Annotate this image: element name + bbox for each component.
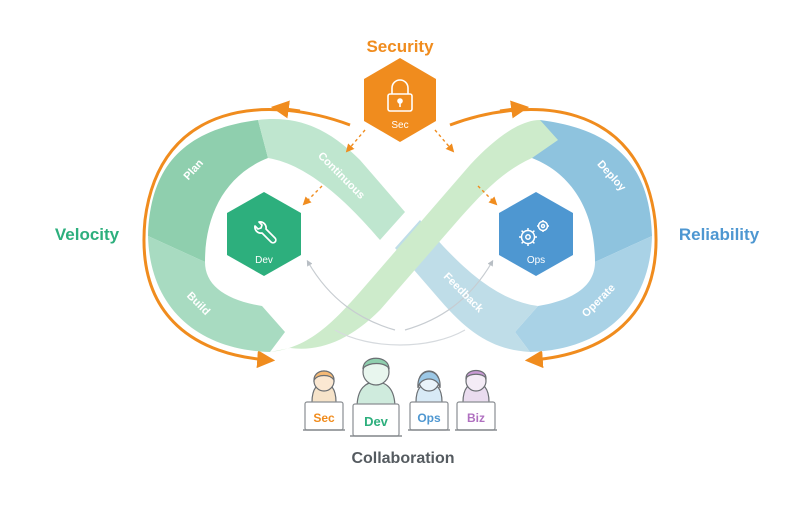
person-dev-icon [356,357,396,409]
dev-connector-line [306,259,396,331]
ops-hexagon-label: Ops [527,255,545,266]
sec-to-dev-dashed-arrow [345,129,366,153]
sec-to-ops-lower-dashed-arrow [477,185,498,206]
band-feedback [395,220,538,352]
person-biz-icon [462,369,490,403]
sec-to-dev-lower-dashed-arrow [302,185,323,206]
band-continuous-integration [270,120,558,352]
gears-icon [519,220,549,246]
ops-hexagon: Ops [499,192,573,276]
team-label-biz: Biz [467,411,485,425]
wrench-icon [254,221,277,244]
band-deploy [532,120,652,262]
dev-hexagon-label: Dev [255,255,273,266]
team-label-ops: Ops [417,411,441,425]
team-label-sec: Sec [313,411,335,425]
outer-loop-left-top-arrowhead [270,100,301,119]
outer-loop-right-top-arrowhead [499,100,530,119]
lock-icon [387,79,413,112]
person-ops-icon [415,370,443,403]
velocity-title: Velocity [55,225,120,244]
dev-hexagon: Dev [227,192,301,276]
ops-connector-line [404,259,494,331]
security-title: Security [366,37,434,56]
sec-hexagon-label: Sec [391,120,408,131]
collab-connector-line [334,329,466,346]
team-member-sec: Sec [303,370,345,431]
band-continuous [258,119,405,240]
band-plan [148,120,268,262]
team-member-biz: Biz [455,369,497,431]
sec-hexagon: Sec [364,58,436,142]
reliability-title: Reliability [679,225,760,244]
team-member-dev: Dev [350,357,402,437]
person-sec-icon [311,370,337,403]
band-operate [515,236,652,352]
sec-to-ops-dashed-arrow [434,129,455,153]
collaboration-title: Collaboration [351,450,454,467]
team-member-ops: Ops [408,370,450,431]
band-build [148,236,285,352]
team-label-dev: Dev [364,414,389,429]
